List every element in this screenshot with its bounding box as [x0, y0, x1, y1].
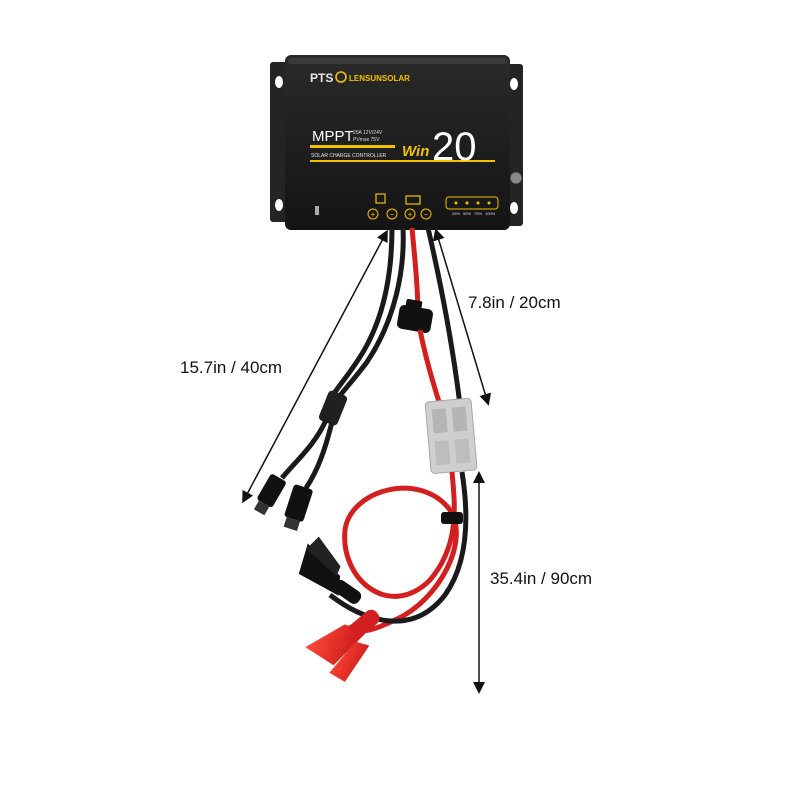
- mc4-connector-male: [253, 474, 286, 516]
- clip-cable-length-label: 35.4in / 90cm: [490, 569, 593, 588]
- terminal-sign-3: −: [424, 210, 429, 219]
- terminal-sign-2: +: [408, 210, 413, 219]
- mount-hole-icon: [510, 202, 518, 214]
- battery-red-wire-lower: [417, 329, 443, 406]
- terminal-0: [367, 208, 379, 220]
- charge-controller: PTS LENSUNSOLAR MPPT 20A 12V/24V PVmax 7…: [270, 55, 523, 230]
- terminal-3: [420, 208, 432, 220]
- battery-level-led: [454, 201, 458, 205]
- spec-line-1: 20A 12V/24V: [353, 130, 383, 136]
- battery-level-led: [465, 201, 469, 205]
- pv-cable-length-label: 15.7in / 40cm: [180, 358, 283, 377]
- battery-level-panel: [445, 196, 499, 210]
- battery-level-led: [476, 201, 480, 205]
- status-led-icon: [315, 206, 319, 215]
- pv-y-branch: [318, 390, 348, 426]
- terminal-row: + − + −: [367, 208, 432, 220]
- cable-tie: [441, 512, 463, 524]
- ground-screw-icon: [509, 171, 523, 185]
- battery-icon: [405, 195, 421, 205]
- terminal-sign-0: +: [371, 210, 376, 219]
- dimension-arrow-pv: [242, 229, 388, 504]
- controller-subtitle: SOLAR CHARGE CONTROLLER: [311, 153, 387, 159]
- alligator-clip-black: [298, 536, 362, 604]
- series-label: Win: [402, 143, 429, 160]
- mount-hole-icon: [510, 78, 518, 90]
- alligator-clip-red: [305, 609, 380, 682]
- spec-line-2: PVmax 75V: [353, 137, 380, 143]
- model-label: MPPT: [312, 128, 354, 145]
- battery-level-label: 25%: [452, 211, 460, 216]
- mount-hole-icon: [275, 76, 283, 88]
- clip-cable-red: [342, 471, 459, 634]
- terminal-2: [404, 208, 416, 220]
- anderson-connector: [424, 397, 478, 474]
- battery-level-label: 75%: [474, 211, 482, 216]
- dimension-arrow-battery-lead: [432, 228, 492, 406]
- clip-cable-black: [328, 471, 469, 624]
- rating-number: 20: [432, 125, 477, 169]
- mounting-flange-left: [270, 62, 288, 222]
- battery-lead-length-label: 7.8in / 20cm: [468, 293, 561, 312]
- terminal-sign-1: −: [390, 210, 395, 219]
- yellow-stripe: [310, 145, 395, 148]
- inline-fuse-holder: [396, 305, 434, 333]
- brand-logo: PTS: [310, 71, 333, 85]
- battery-level-label: 100%: [485, 211, 496, 216]
- brand-leaf-icon: [335, 71, 347, 83]
- brand-name: LENSUNSOLAR: [349, 74, 410, 83]
- battery-level-labels: 25%50%75%100%: [452, 201, 496, 216]
- pv-cable-a: [327, 227, 395, 402]
- pv-branch-left: [280, 418, 329, 480]
- solar-panel-icon: [375, 193, 386, 204]
- terminal-1: [386, 208, 398, 220]
- yellow-stripe-lower: [310, 160, 495, 162]
- battery-level-label: 50%: [463, 211, 471, 216]
- battery-level-led: [487, 201, 491, 205]
- mc4-connector-female: [283, 484, 313, 531]
- controller-body: [285, 55, 510, 230]
- mount-hole-icon: [275, 199, 283, 211]
